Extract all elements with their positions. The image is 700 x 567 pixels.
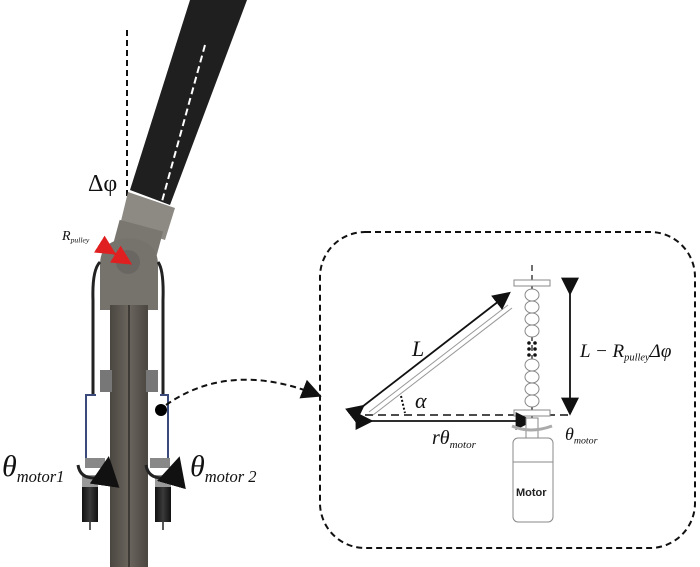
cable-right <box>156 261 165 395</box>
arm-axis-line <box>149 44 206 246</box>
connector-dot <box>155 404 167 416</box>
alpha-label: α <box>415 388 427 413</box>
theta-motor2-label: θmotor 2 <box>190 450 257 486</box>
length-L-arrow <box>345 291 511 423</box>
L-label: L <box>412 336 425 361</box>
detail-diagram <box>345 265 579 523</box>
detail-panel-border <box>319 231 696 549</box>
joint-housing <box>93 192 175 310</box>
delta-phi-label: Δφ <box>88 171 118 197</box>
length-expression-label: L − RpulleyΔφ <box>580 341 672 364</box>
cable-left <box>91 260 102 395</box>
theta-motor-label: θmotor <box>565 424 598 447</box>
connector-arrow <box>165 378 322 406</box>
motor-label: Motor <box>516 487 547 499</box>
theta-motor1-label: θmotor1 <box>2 450 65 486</box>
robot-arm <box>130 0 247 246</box>
motor-2 <box>144 456 186 530</box>
r-pulley-label: Rpulley <box>62 229 90 245</box>
r-theta-motor-label: rθmotor <box>432 427 476 451</box>
motor-1 <box>76 456 120 530</box>
pulley-radius-arrow <box>93 235 133 265</box>
